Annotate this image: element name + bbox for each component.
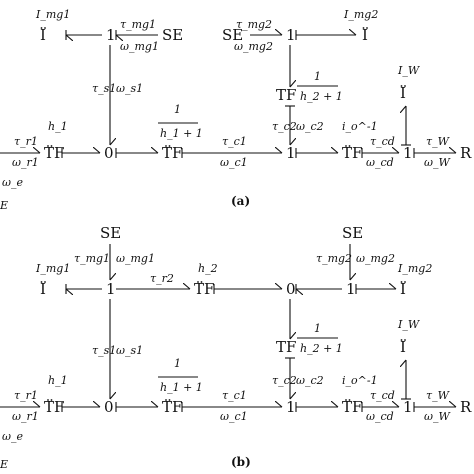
label-tf-h2-num: 1 xyxy=(314,322,321,335)
node-i-w: I xyxy=(400,84,406,102)
label-tf-h2-num: 1 xyxy=(314,70,321,83)
node-dots-b xyxy=(40,281,406,401)
label-h2: h_2 xyxy=(198,262,218,275)
node-junction-0: 0 xyxy=(104,144,114,162)
node-junction-1-w: 1 xyxy=(403,144,413,162)
node-junction-1-mid: 1 xyxy=(286,144,296,162)
bonds-b xyxy=(0,244,456,412)
node-r: R xyxy=(460,398,472,416)
label-omega-s1: ω_s1 xyxy=(116,344,143,357)
node-tf-h2-top: TF xyxy=(194,280,214,298)
label-omega-mg2: ω_mg2 xyxy=(234,40,273,53)
label-omega-s1: ω_s1 xyxy=(116,82,143,95)
node-tf-h1: TF xyxy=(44,144,64,162)
panel-caption: (a) xyxy=(231,194,250,208)
label-frac-den: h_1 + 1 xyxy=(160,127,203,140)
label-tau-w: τ_W xyxy=(426,135,451,148)
label-omega-c1: ω_c1 xyxy=(220,156,248,169)
label-h1: h_1 xyxy=(48,374,68,387)
label-omega-mg1: ω_mg1 xyxy=(120,40,159,53)
node-i-mg1: I xyxy=(40,26,46,44)
node-tf-h2: TF xyxy=(276,86,296,104)
label-tau-r2: τ_r2 xyxy=(150,272,174,285)
label-tau-cd: τ_cd xyxy=(370,135,395,148)
node-junction-0-top: 0 xyxy=(286,280,296,298)
node-junction-1-top-left: 1 xyxy=(106,26,116,44)
node-tf-h1p1: TF xyxy=(162,398,182,416)
label-omega-mg1: ω_mg1 xyxy=(116,252,155,265)
labels-b: I_mg1 τ_mg1 ω_mg1 τ_r2 h_2 τ_mg2 ω_mg2 I… xyxy=(0,252,451,471)
label-omega-e: ω_e xyxy=(2,176,23,189)
node-se-top-right: SE xyxy=(342,224,363,242)
label-frac-den: h_1 + 1 xyxy=(160,381,203,394)
label-tau-s1: τ_s1 xyxy=(92,82,116,95)
node-i-w: I xyxy=(400,338,406,356)
label-omega-w: ω_W xyxy=(424,156,451,169)
node-se-mg1: SE xyxy=(162,26,183,44)
label-omega-c2: ω_c2 xyxy=(296,120,324,133)
label-i-mg2: I_mg2 xyxy=(343,8,378,21)
label-tau-c2: τ_c2 xyxy=(272,374,297,387)
label-frac-num: 1 xyxy=(174,357,181,370)
bonds-a xyxy=(0,30,456,158)
label-omega-r1: ω_r1 xyxy=(12,410,39,423)
panel-caption: (b) xyxy=(231,455,251,469)
label-edge-left: E xyxy=(0,199,8,212)
node-junction-0: 0 xyxy=(104,398,114,416)
label-h1: h_1 xyxy=(48,120,68,133)
node-tf-io: TF xyxy=(342,398,362,416)
node-junction-1-right: 1 xyxy=(346,280,356,298)
label-i-mg1: I_mg1 xyxy=(35,262,70,275)
label-omega-cd: ω_cd xyxy=(366,410,394,423)
node-junction-1-left: 1 xyxy=(106,280,116,298)
node-junction-1-w: 1 xyxy=(403,398,413,416)
label-tau-c2: τ_c2 xyxy=(272,120,297,133)
node-i-mg1: I xyxy=(40,280,46,298)
node-i-mg2: I xyxy=(362,26,368,44)
node-dots-a xyxy=(40,27,406,147)
node-se-mg2: SE xyxy=(222,26,243,44)
label-tau-s1: τ_s1 xyxy=(92,344,116,357)
label-tau-w: τ_W xyxy=(426,389,451,402)
label-tau-mg1: τ_mg1 xyxy=(120,18,156,31)
labels-a: I_mg1 τ_mg1 ω_mg1 τ_mg2 ω_mg2 I_mg2 I_W … xyxy=(0,8,451,212)
label-tau-r1: τ_r1 xyxy=(14,135,38,148)
label-tau-c1: τ_c1 xyxy=(222,135,247,148)
label-i-mg2: I_mg2 xyxy=(397,262,432,275)
label-omega-mg2: ω_mg2 xyxy=(356,252,395,265)
label-tau-cd: τ_cd xyxy=(370,389,395,402)
label-frac-num: 1 xyxy=(174,103,181,116)
label-io-inv: i_o^-1 xyxy=(342,374,378,387)
label-omega-cd: ω_cd xyxy=(366,156,394,169)
node-tf-h1p1: TF xyxy=(162,144,182,162)
node-se-top-left: SE xyxy=(100,224,121,242)
label-omega-r1: ω_r1 xyxy=(12,156,39,169)
label-tau-mg2: τ_mg2 xyxy=(316,252,352,265)
label-omega-c2: ω_c2 xyxy=(296,374,324,387)
label-omega-e: ω_e xyxy=(2,430,23,443)
node-tf-io: TF xyxy=(342,144,362,162)
label-tf-h2-den: h_2 + 1 xyxy=(300,90,343,103)
label-i-w: I_W xyxy=(397,64,421,77)
label-io-inv: i_o^-1 xyxy=(342,120,378,133)
node-r: R xyxy=(460,144,472,162)
label-tau-mg1: τ_mg1 xyxy=(74,252,110,265)
node-junction-1-mid: 1 xyxy=(286,398,296,416)
label-i-mg1: I_mg1 xyxy=(35,8,70,21)
node-junction-1-top-right: 1 xyxy=(286,26,296,44)
node-i-mg2: I xyxy=(400,280,406,298)
label-omega-c1: ω_c1 xyxy=(220,410,248,423)
node-tf-h2: TF xyxy=(276,338,296,356)
label-tau-r1: τ_r1 xyxy=(14,389,38,402)
panel-a: I 1 SE SE 1 I I TF TF 0 TF 1 TF 1 R xyxy=(0,8,472,212)
label-tau-mg2: τ_mg2 xyxy=(236,18,272,31)
label-omega-w: ω_W xyxy=(424,410,451,423)
label-tau-c1: τ_c1 xyxy=(222,389,247,402)
label-tf-h2-den: h_2 + 1 xyxy=(300,342,343,355)
label-i-w: I_W xyxy=(397,318,421,331)
panel-b: SE SE I 1 TF 0 1 I I TF TF 0 TF 1 TF 1 R xyxy=(0,224,472,471)
label-edge-left: E xyxy=(0,458,8,471)
node-tf-h1: TF xyxy=(44,398,64,416)
